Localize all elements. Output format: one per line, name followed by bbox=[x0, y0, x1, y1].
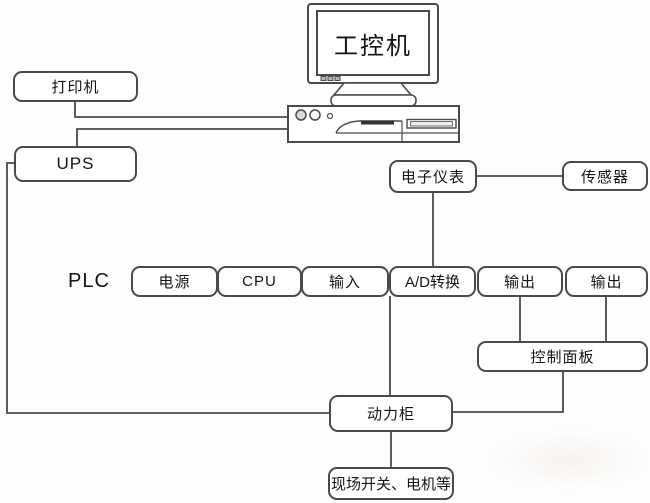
node-field-devices-label: 现场开关、电机等 bbox=[330, 476, 451, 493]
plc-module-power: 电源 bbox=[131, 266, 218, 297]
plc-module-output-1: 输出 bbox=[477, 266, 563, 297]
node-ups: UPS bbox=[14, 146, 137, 182]
plc-module-input: 输入 bbox=[301, 266, 389, 297]
node-electronic-instrument: 电子仪表 bbox=[389, 160, 477, 193]
node-field-devices: 现场开关、电机等 bbox=[328, 467, 454, 500]
computer-case-icon bbox=[287, 105, 460, 143]
node-sensor-label: 传感器 bbox=[580, 168, 629, 186]
connector-lines bbox=[6, 101, 607, 468]
node-power-cabinet-label: 动力柜 bbox=[366, 406, 415, 423]
plc-module-ad-converter-label: A/D转换 bbox=[404, 274, 460, 291]
node-printer-label: 打印机 bbox=[51, 79, 100, 96]
plc-module-output-1-label: 输出 bbox=[503, 274, 536, 291]
node-control-panel-label: 控制面板 bbox=[530, 349, 595, 366]
plc-module-cpu-label: CPU bbox=[242, 273, 277, 290]
plc-module-power-label: 电源 bbox=[158, 274, 191, 291]
node-sensor: 传感器 bbox=[562, 161, 648, 191]
node-power-cabinet: 动力柜 bbox=[329, 395, 453, 432]
industrial-pc-label: 工控机 bbox=[334, 32, 412, 60]
plc-group-label: PLC bbox=[68, 270, 110, 292]
plc-module-cpu: CPU bbox=[217, 266, 302, 297]
plc-module-output-2-label: 输出 bbox=[590, 274, 623, 291]
plc-module-output-2: 输出 bbox=[565, 266, 648, 297]
plc-module-input-label: 输入 bbox=[328, 274, 361, 291]
floppy-slot-icon bbox=[361, 120, 394, 125]
node-ups-label: UPS bbox=[56, 154, 95, 173]
node-printer: 打印机 bbox=[13, 71, 138, 102]
plc-module-ad-converter: A/D转换 bbox=[389, 266, 476, 297]
node-electronic-instrument-label: 电子仪表 bbox=[400, 169, 465, 186]
monitor-icon bbox=[307, 3, 439, 107]
node-control-panel: 控制面板 bbox=[477, 341, 648, 372]
